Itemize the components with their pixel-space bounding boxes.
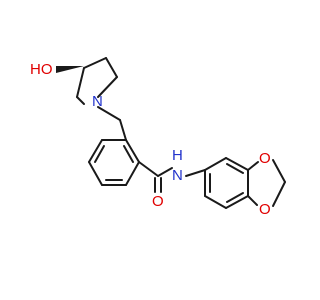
bond <box>105 57 118 78</box>
bond <box>76 67 85 98</box>
bond <box>125 161 140 186</box>
bond <box>272 181 286 207</box>
structure-canvas: HO N N H O O O <box>30 57 286 218</box>
pyrrolidine-nitrogen-label: N <box>92 93 103 110</box>
bond <box>94 145 105 163</box>
bond <box>88 161 103 186</box>
dioxole-oxygen-1-label: O <box>259 150 271 167</box>
bond <box>225 195 249 209</box>
bond <box>119 119 127 141</box>
atom-labels: HO N N H O O O <box>30 61 271 218</box>
bond <box>247 195 258 206</box>
dioxole-oxygen-2-label: O <box>259 201 271 218</box>
bond <box>225 157 249 171</box>
bond <box>125 139 140 163</box>
hydroxyl-label: HO <box>30 61 53 78</box>
bond <box>226 192 244 203</box>
bond <box>204 157 227 171</box>
molecule-structure: HO N N H O O O <box>30 57 286 218</box>
amide-hydrogen-label: H <box>172 147 183 164</box>
stereo-wedge-bond <box>56 66 84 73</box>
bond <box>185 169 206 177</box>
amide-nitrogen-label: N <box>172 167 183 184</box>
bond <box>226 163 244 174</box>
bond <box>138 161 159 177</box>
bond <box>204 195 227 209</box>
bond <box>247 161 259 171</box>
carbonyl-oxygen-label: O <box>152 193 164 210</box>
bond <box>97 76 118 98</box>
bond <box>272 159 286 183</box>
bond <box>97 106 121 121</box>
bond <box>76 96 85 105</box>
bond <box>88 139 103 163</box>
bond <box>83 57 107 69</box>
bonds <box>76 57 286 209</box>
bond <box>157 167 173 177</box>
bond <box>123 145 134 163</box>
